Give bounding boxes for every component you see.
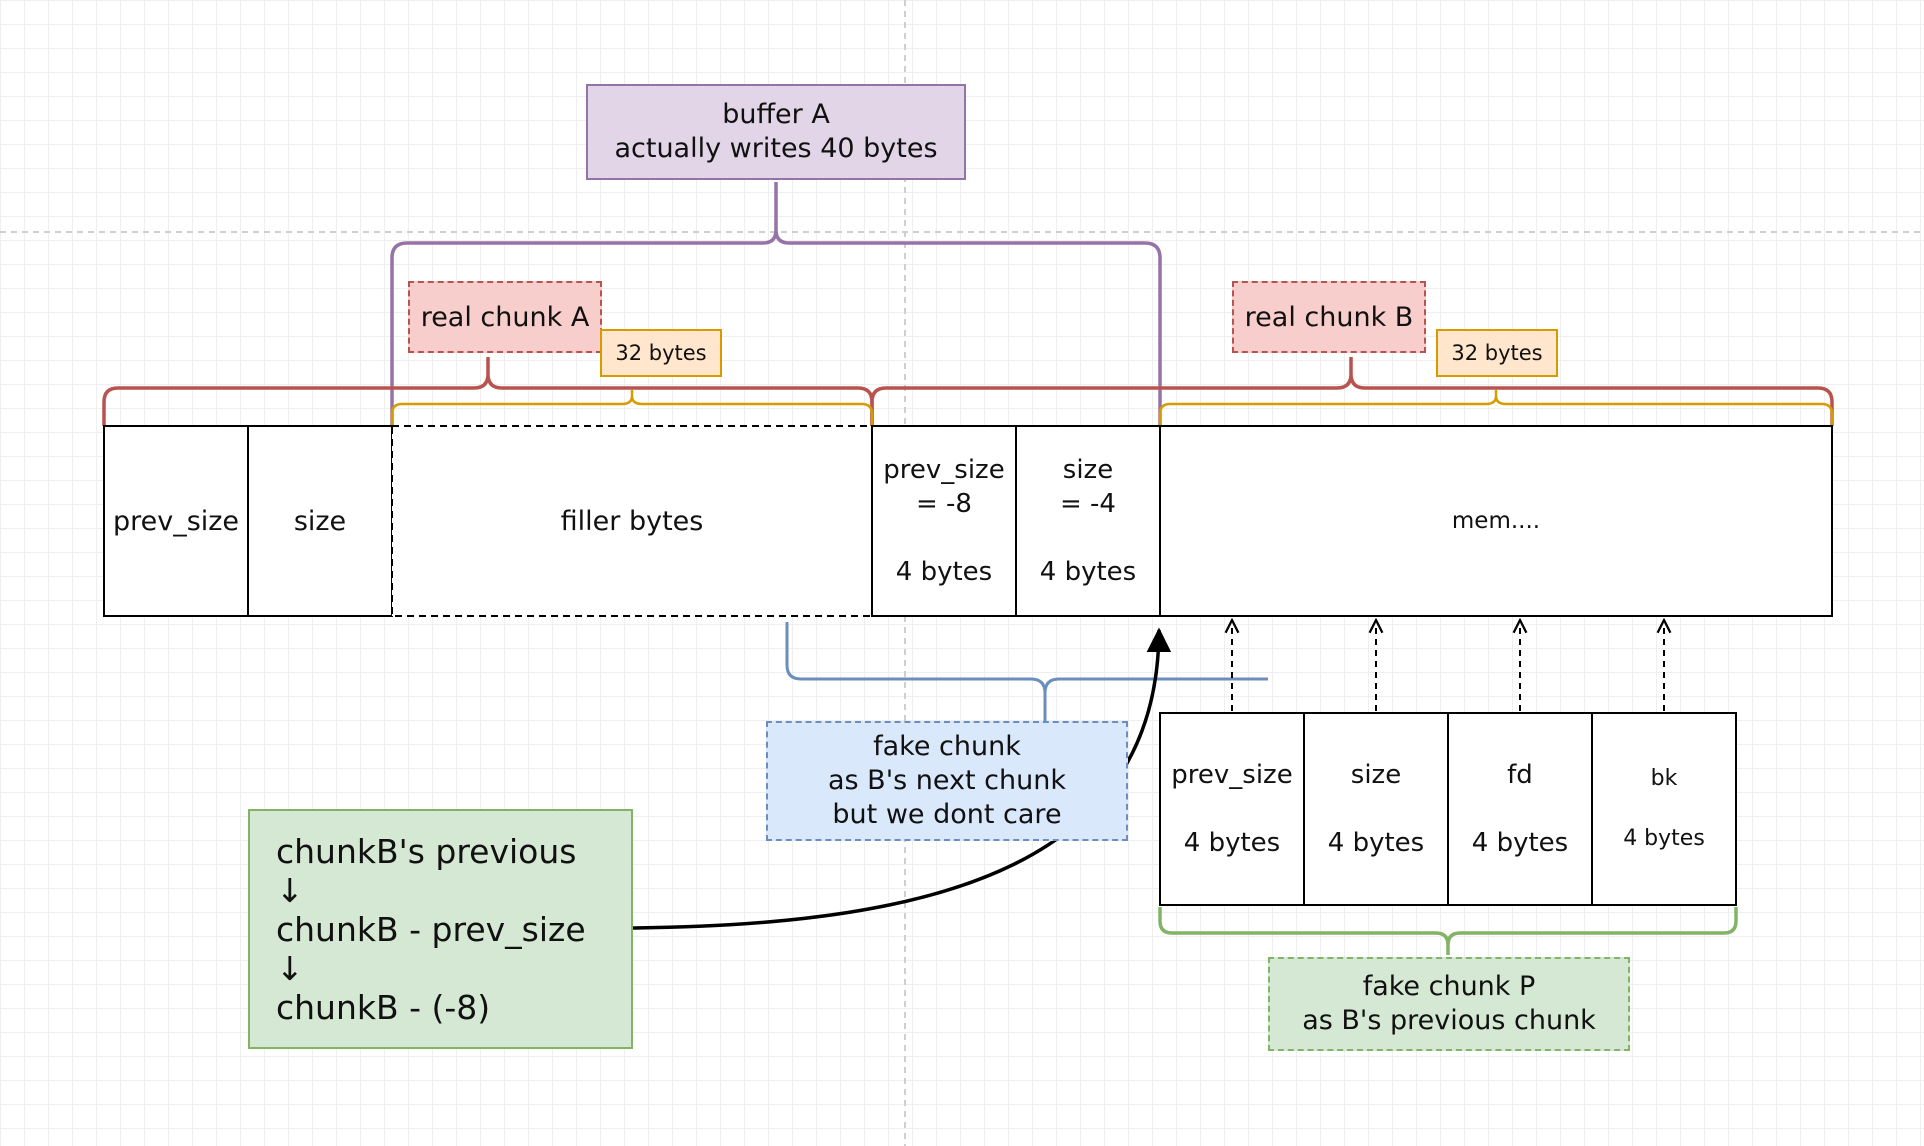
fake-cell-size (1303, 712, 1449, 906)
main-filler-text: filler bytes (560, 505, 704, 537)
real-chunk-b-brace (870, 357, 1834, 426)
buffer-a-bracket (390, 182, 1162, 426)
fake-chunk-next-label: fake chunk as B's next chunk but we dont… (766, 721, 1128, 841)
main-mem-text: mem.... (1451, 508, 1541, 534)
fake-fd-text: fd 4 bytes (1471, 760, 1569, 858)
cell-prev-size (103, 425, 249, 617)
fake-chunk-next-bracket (785, 622, 1268, 721)
chunkb-prev-note: chunkB's previous ↓ chunkB - prev_size ↓… (248, 809, 633, 1049)
main-b-size-text: size = -4 4 bytes (1039, 455, 1137, 587)
real-chunk-a-brace (102, 357, 874, 426)
real-chunk-b-label: real chunk B (1232, 281, 1426, 353)
fake-chunk-p-bracket (1158, 907, 1738, 955)
fake-cell-fd (1447, 712, 1593, 906)
bytes-32-b-label: 32 bytes (1436, 329, 1558, 377)
main-prev-size-text: prev_size (112, 505, 240, 537)
main-size-text: size (293, 505, 347, 537)
fake-bk-text: bk 4 bytes (1623, 766, 1705, 851)
fake-chunk-p-label: fake chunk P as B's previous chunk (1268, 957, 1630, 1051)
buffer-a-label: buffer A actually writes 40 bytes (586, 84, 966, 180)
cell-filler-bytes (391, 425, 873, 617)
fake-cell-bk (1591, 712, 1737, 906)
cell-mem (1159, 425, 1833, 617)
bytes-32-b-brace (1158, 390, 1834, 426)
fake-prev-size-text: prev_size 4 bytes (1171, 760, 1293, 858)
prev-size-pointer-arrow (630, 627, 1172, 930)
real-chunk-a-label: real chunk A (408, 281, 602, 353)
main-b-prev-size-text: prev_size = -8 4 bytes (883, 455, 1005, 587)
bytes-32-a-label: 32 bytes (600, 329, 722, 377)
fake-cell-prev-size (1159, 712, 1305, 906)
fake-size-text: size 4 bytes (1327, 760, 1425, 858)
bytes-32-a-brace (390, 390, 874, 426)
